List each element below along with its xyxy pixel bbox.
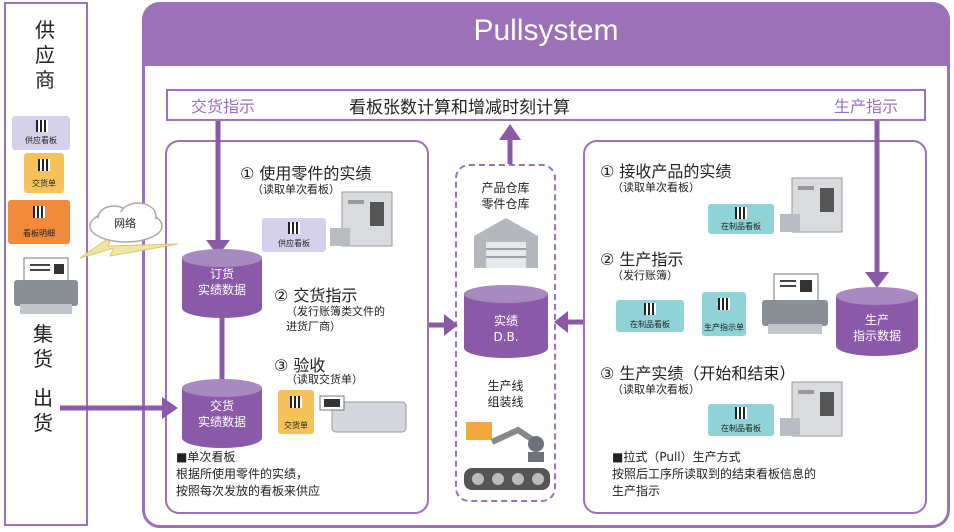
right-step1-sub: （读取单次看板）: [612, 181, 700, 194]
qr-code-icon: [735, 407, 747, 419]
reader-machine-icon: [780, 177, 843, 233]
top-bar-right: 生产指示: [834, 97, 899, 116]
scanner-machine-icon: [330, 191, 393, 247]
supplier-frame: [4, 2, 88, 526]
right-step2-card-a-label: 在制品看板: [630, 320, 670, 329]
supply-kanban-card: 供应看板: [12, 116, 70, 150]
top-bar-center: 看板张数计算和增减时刻计算: [349, 98, 570, 118]
kanban-detail-card: 看板明细: [8, 200, 70, 244]
right-note-body: 按照后工序所读取到的结束看板信息的 生产指示: [612, 467, 817, 498]
left-note-body: 根据所使用零件的实绩， 按照每次发放的看板来供应: [176, 467, 321, 498]
qr-code-icon: [38, 159, 50, 171]
delivery-db-label: 交货 实绩数据: [197, 399, 246, 429]
left-panel: [165, 140, 429, 514]
right-step2-card-b: 生产指示单: [702, 292, 746, 336]
results-db-cylinder: [464, 285, 548, 358]
left-step1-card: 供应看板: [262, 218, 326, 252]
right-step3-card-label: 在制品看板: [721, 424, 761, 433]
right-step2-card-b-label: 生产指示单: [704, 323, 744, 332]
delivery-slip-card: 交货单: [24, 153, 64, 193]
qr-code-icon: [735, 207, 747, 219]
right-step1-title: ① 接收产品的实绩: [600, 162, 732, 181]
left-step3-card: 交货单: [278, 390, 314, 434]
warehouse-label: 产品仓库 零件仓库: [481, 181, 530, 211]
order-db-label: 订货 实绩数据: [197, 267, 246, 297]
left-step3-sub: （读取交货单）: [286, 373, 363, 386]
right-step1-card-label: 在制品看板: [721, 222, 761, 231]
production-db-label: 生产 指示数据: [852, 313, 901, 343]
ship-label: 出货: [33, 386, 53, 435]
right-step3-card: 在制品看板: [708, 404, 774, 436]
kanban-detail-label: 看板明细: [23, 229, 55, 238]
left-step3-card-label: 交货单: [284, 421, 308, 430]
handheld-scanner-icon: [319, 395, 407, 433]
qr-code-icon: [718, 298, 730, 310]
qr-code-icon: [290, 396, 302, 408]
supplier-title: 供应商: [35, 18, 55, 92]
order-db-cylinder: [182, 249, 262, 318]
top-bar: [166, 89, 926, 121]
line-label: 生产线 组装线: [487, 379, 524, 409]
supply-kanban-label: 供应看板: [25, 136, 57, 145]
production-db-cylinder: [836, 287, 918, 356]
collect-label: 集货: [33, 322, 53, 371]
qr-code-icon: [644, 303, 656, 315]
page-title: Pullsystem: [473, 14, 619, 47]
delivery-db-cylinder: [182, 379, 262, 448]
reader-machine-icon: [780, 381, 843, 437]
title-bar: [142, 2, 950, 66]
left-step2-title: ② 交货指示: [274, 286, 358, 305]
right-note-title: ■拉式（Pull）生产方式: [612, 450, 741, 464]
right-panel: [583, 140, 927, 514]
right-step2-card-a: 在制品看板: [616, 300, 684, 332]
warehouse-icon: [474, 218, 538, 268]
right-step1-card: 在制品看板: [708, 204, 774, 234]
assembly-line-icon: [464, 422, 550, 490]
qr-code-icon: [288, 222, 300, 234]
results-db-label: 实绩 D.B.: [493, 314, 519, 344]
left-step1-card-label: 供应看板: [278, 239, 310, 248]
left-step2-sub: （发行账簿类文件的 进货厂商）: [286, 305, 385, 333]
right-step3-sub: （读取单次看板）: [612, 383, 700, 396]
network-cloud-icon: [89, 202, 163, 243]
delivery-slip-label: 交货单: [32, 179, 56, 188]
right-step2-sub: （发行账簿）: [612, 269, 678, 282]
top-bar-left: 交货指示: [191, 97, 256, 116]
right-step2-title: ② 生产指示: [600, 250, 684, 269]
left-step3-title: ③ 验收: [274, 356, 326, 375]
printer-icon: [762, 273, 828, 334]
left-step1-sub: （读取单次看板）: [252, 183, 340, 196]
network-label: 网络: [114, 217, 136, 230]
left-step1-title: ① 使用零件的实绩: [240, 164, 372, 183]
middle-panel: [455, 164, 556, 502]
right-step3-title: ③ 生产实绩（开始和结束）: [600, 364, 796, 383]
left-note-title: ■单次看板: [176, 450, 236, 464]
printer-icon: [14, 257, 78, 314]
qr-code-icon: [36, 120, 48, 132]
qr-code-icon: [33, 206, 45, 218]
